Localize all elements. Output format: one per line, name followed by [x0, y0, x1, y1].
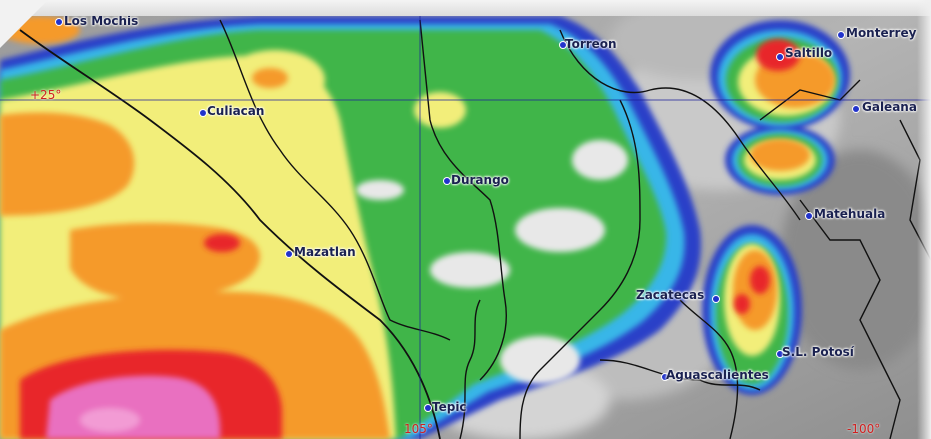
city-label-mazatlan: Mazatlan	[294, 245, 356, 259]
los-mochis-dot	[56, 19, 62, 25]
longitude-label-105: 105°	[404, 422, 433, 436]
city-label-culiacan: Culiacan	[207, 104, 265, 118]
city-label-durango: Durango	[451, 173, 509, 187]
monterrey-dot	[838, 32, 844, 38]
longitude-label-100: -100°	[847, 422, 881, 436]
city-label-monterrey: Monterrey	[846, 26, 917, 40]
culiacan-dot	[200, 110, 206, 116]
grid-lines	[0, 16, 931, 439]
galeana-dot	[853, 106, 859, 112]
mazatlan-dot	[286, 251, 292, 257]
matehuala-dot	[806, 213, 812, 219]
city-label-los-mochis: Los Mochis	[64, 14, 139, 28]
durango-dot	[444, 178, 450, 184]
city-label-zacatecas: Zacatecas	[636, 288, 705, 302]
image-frame-top	[0, 0, 931, 16]
tepic-dot	[425, 405, 431, 411]
state-borders	[19, 19, 931, 439]
city-label-tepic: Tepic	[432, 400, 467, 414]
city-label-galeana: Galeana	[862, 100, 917, 114]
torreon-dot	[560, 42, 566, 48]
city-label-torreon: Torreon	[565, 37, 617, 51]
page-corner-fold	[0, 0, 48, 48]
zacatecas-dot	[713, 296, 719, 302]
city-label-saltillo: Saltillo	[785, 46, 833, 60]
saltillo-dot	[777, 54, 783, 60]
latitude-label-25: +25°	[30, 88, 62, 102]
sl-potosi-dot	[777, 351, 783, 357]
city-label-aguascalientes: Aguascalientes	[666, 368, 769, 382]
aguascalientes-dot	[662, 374, 668, 380]
magenta-core	[46, 375, 221, 439]
city-label-sl-potosi: S.L. Potosí	[782, 345, 854, 359]
image-frame-right	[917, 0, 931, 439]
city-label-matehuala: Matehuala	[814, 207, 886, 221]
